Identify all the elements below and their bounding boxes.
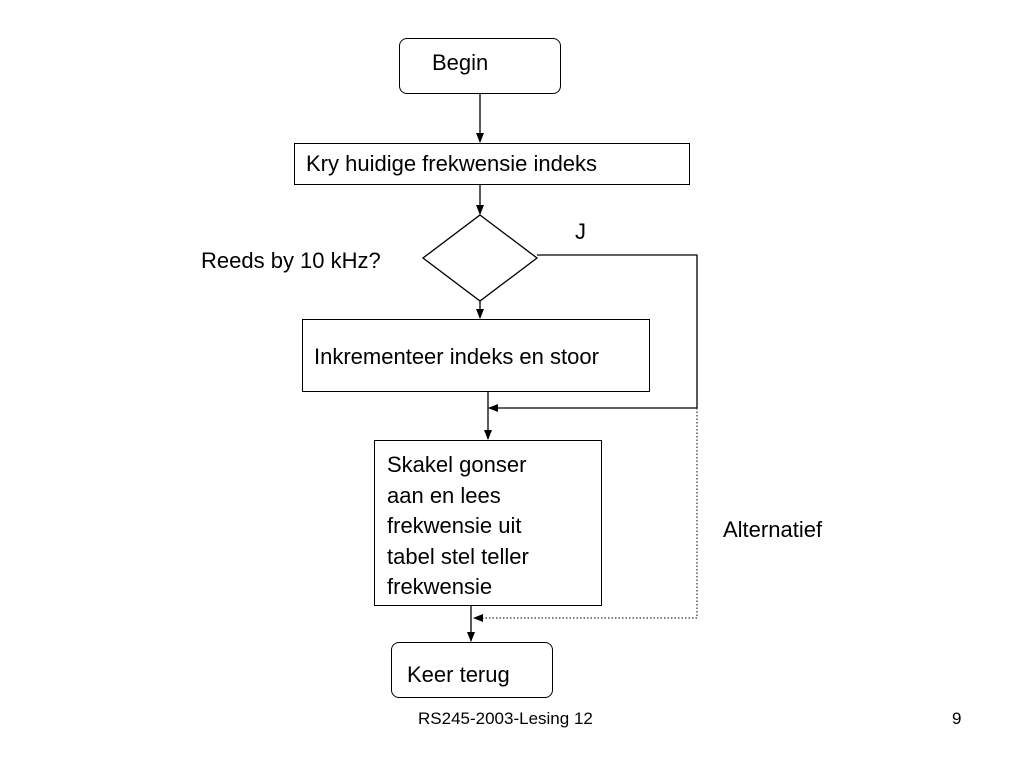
begin-label: Begin bbox=[432, 50, 489, 75]
footer-course: RS245-2003-Lesing 12 bbox=[418, 709, 593, 728]
switch-buzzer-box: Skakel gonser aan en lees frekwensie uit… bbox=[374, 440, 602, 606]
decision-yes-label: J bbox=[575, 219, 586, 244]
yes-branch-line bbox=[537, 254, 698, 408]
alternative-label: Alternatief bbox=[723, 517, 823, 542]
switch-line: frekwensie uit bbox=[387, 513, 522, 538]
switch-line: tabel stel teller bbox=[387, 543, 529, 569]
increment-label: Inkrementeer indeks en stoor bbox=[314, 344, 599, 369]
switch-line: aan en lees bbox=[387, 482, 501, 508]
get-index-label: Kry huidige frekwensie indeks bbox=[306, 151, 598, 176]
switch-line: Skakel gonser bbox=[387, 452, 527, 477]
return-label: Keer terug bbox=[407, 662, 510, 687]
return-box: Keer terug bbox=[391, 642, 553, 698]
footer-page-number: 9 bbox=[952, 709, 962, 728]
decision-question: Reeds by 10 kHz? bbox=[201, 248, 381, 273]
begin-box: Begin bbox=[399, 38, 561, 94]
switch-line: frekwensie bbox=[387, 574, 493, 599]
get-index-box: Kry huidige frekwensie indeks bbox=[294, 143, 690, 185]
decision-diamond bbox=[421, 214, 539, 302]
switch-buzzer-text: Skakel gonser aan en lees frekwensie uit… bbox=[387, 450, 529, 603]
increment-box: Inkrementeer indeks en stoor bbox=[302, 319, 650, 392]
